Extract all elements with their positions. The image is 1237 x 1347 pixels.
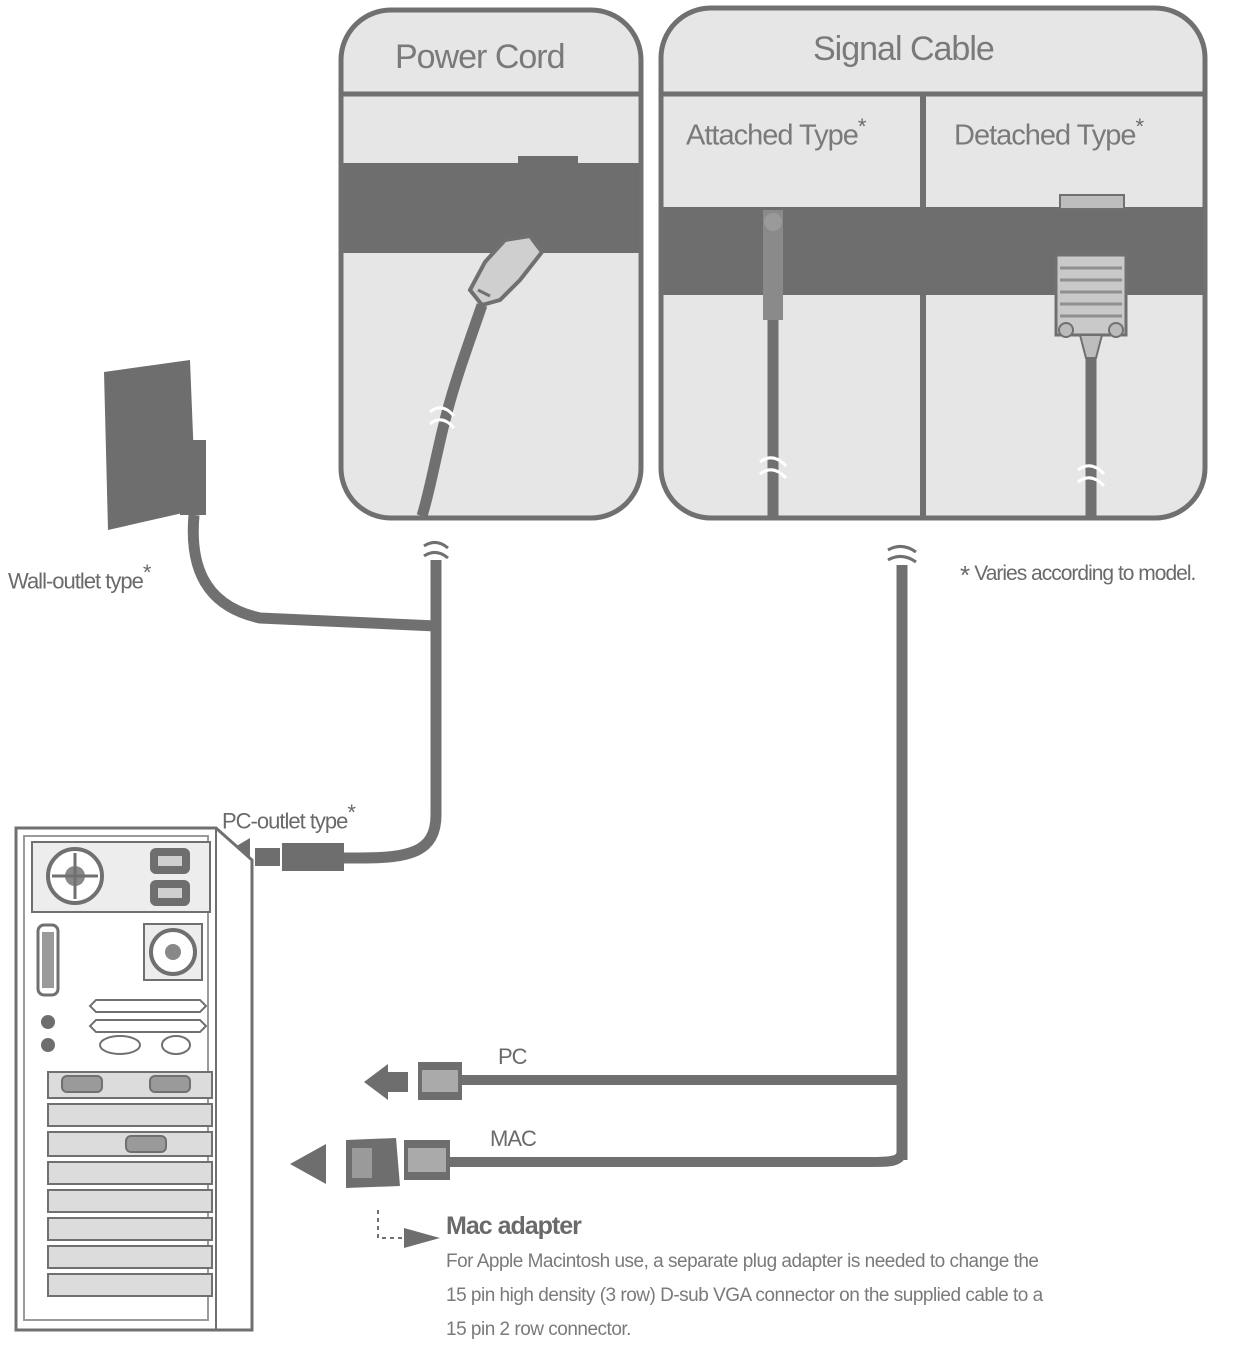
- asterisk: *: [347, 800, 356, 825]
- signal-cable-title: Signal Cable: [813, 30, 995, 68]
- pc-tower: [14, 826, 254, 1332]
- pc-outlet-text: PC-outlet type: [222, 808, 348, 834]
- mac-label: MAC: [490, 1126, 537, 1151]
- asterisk: *: [1135, 114, 1145, 139]
- power-cord-title: Power Cord: [395, 38, 566, 76]
- mac-connector: [290, 1138, 450, 1188]
- power-cord-panel: [338, 7, 644, 521]
- mac-adapter-description: For Apple Macintosh use, a separate plug…: [446, 1251, 1043, 1340]
- wall-outlet: [104, 360, 206, 530]
- signal-cable-panel: [658, 5, 1208, 521]
- asterisk: *: [857, 114, 867, 139]
- detached-type-title: Detached Type*: [954, 114, 1145, 153]
- wall-outlet-text: Wall-outlet type: [8, 568, 144, 594]
- pc-label: PC: [498, 1044, 528, 1069]
- pc-outlet-label: PC-outlet type*: [222, 800, 356, 834]
- varies-text: Varies according to model.: [974, 562, 1196, 585]
- wall-outlet-label: Wall-outlet type*: [8, 560, 152, 594]
- attached-type-title: Attached Type*: [686, 114, 867, 153]
- detached-type-label: Detached Type: [954, 119, 1137, 152]
- asterisk: *: [142, 560, 152, 585]
- asterisk: *: [960, 560, 970, 590]
- varies-note: * Varies according to model.: [960, 560, 1196, 591]
- mac-adapter-title: Mac adapter: [446, 1212, 582, 1240]
- pc-connector: [364, 1062, 462, 1100]
- attached-type-label: Attached Type: [686, 119, 859, 152]
